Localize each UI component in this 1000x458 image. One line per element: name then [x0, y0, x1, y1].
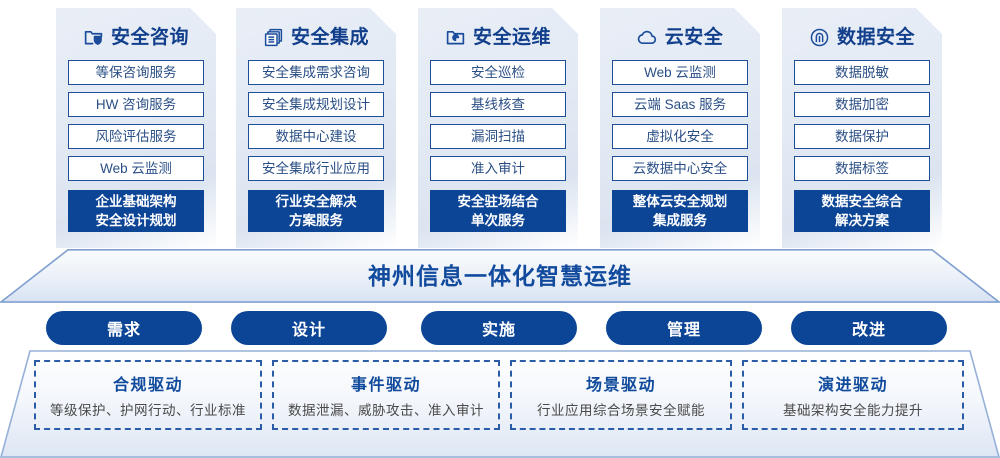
phase-pill-implementation[interactable]: 实施 — [421, 311, 577, 345]
card-item[interactable]: 数据脱敏 — [794, 60, 930, 85]
card-footer-line1: 行业安全解决 — [275, 194, 357, 209]
driver-box-incident[interactable]: 事件驱动 数据泄漏、威胁攻击、准入审计 — [272, 360, 500, 430]
card-footer-line2: 单次服务 — [471, 213, 525, 228]
card-footer-highlight[interactable]: 安全驻场结合 单次服务 — [430, 190, 566, 232]
card-item[interactable]: 数据保护 — [794, 124, 930, 149]
driver-description: 行业应用综合场景安全赋能 — [537, 403, 705, 418]
card-footer-line1: 企业基础架构 — [95, 194, 177, 209]
card-item[interactable]: Web 云监测 — [68, 156, 204, 181]
driver-box-scenario[interactable]: 场景驱动 行业应用综合场景安全赋能 — [510, 360, 732, 430]
card-item[interactable]: 数据中心建设 — [248, 124, 384, 149]
card-title: 安全咨询 — [110, 26, 189, 48]
phase-pill-improvement[interactable]: 改进 — [791, 311, 947, 345]
service-card-security-operations[interactable]: 安全运维 安全巡检 基线核查 漏洞扫描 准入审计 安全驻场结合 单次服务 — [418, 8, 578, 248]
card-header: 数据安全 — [782, 8, 942, 60]
driver-box-compliance[interactable]: 合规驱动 等级保护、护网行动、行业标准 — [34, 360, 262, 430]
card-item-list: 数据脱敏 数据加密 数据保护 数据标签 — [782, 60, 942, 181]
folder-shield-icon — [83, 27, 104, 48]
drivers-section: 合规驱动 等级保护、护网行动、行业标准 事件驱动 数据泄漏、威胁攻击、准入审计 … — [0, 350, 1000, 458]
card-item-list: 安全巡检 基线核查 漏洞扫描 准入审计 — [418, 60, 578, 181]
card-item[interactable]: 准入审计 — [430, 156, 566, 181]
driver-title: 事件驱动 — [350, 377, 421, 394]
card-item[interactable]: 虚拟化安全 — [612, 124, 748, 149]
card-header: 安全运维 — [418, 8, 578, 60]
driver-title: 演进驱动 — [817, 377, 888, 394]
card-footer-highlight[interactable]: 数据安全综合 解决方案 — [794, 190, 930, 232]
card-footer-line2: 方案服务 — [289, 213, 343, 228]
card-item[interactable]: 安全集成行业应用 — [248, 156, 384, 181]
card-item[interactable]: 云数据中心安全 — [612, 156, 748, 181]
card-item-list: 等保咨询服务 HW 咨询服务 风险评估服务 Web 云监测 — [56, 60, 216, 181]
platform-banner-title: 神州信息一体化智慧运维 — [368, 263, 632, 289]
driver-title: 场景驱动 — [585, 377, 656, 394]
card-item[interactable]: 漏洞扫描 — [430, 124, 566, 149]
card-header: 安全集成 — [236, 8, 396, 60]
platform-banner: 神州信息一体化智慧运维 — [0, 249, 1000, 303]
card-header: 安全咨询 — [56, 8, 216, 60]
card-header: 云安全 — [600, 8, 760, 60]
card-item[interactable]: 等保咨询服务 — [68, 60, 204, 85]
card-item[interactable]: 基线核查 — [430, 92, 566, 117]
service-card-security-integration[interactable]: 安全集成 安全集成需求咨询 安全集成规划设计 数据中心建设 安全集成行业应用 行… — [236, 8, 396, 248]
card-footer-line2: 安全设计规划 — [95, 213, 177, 228]
cloud-icon — [637, 27, 658, 48]
card-item-list: 安全集成需求咨询 安全集成规划设计 数据中心建设 安全集成行业应用 — [236, 60, 396, 181]
card-item[interactable]: 云端 Saas 服务 — [612, 92, 748, 117]
card-title: 云安全 — [664, 26, 724, 48]
card-footer-highlight[interactable]: 整体云安全规划 集成服务 — [612, 190, 748, 232]
driver-description: 数据泄漏、威胁攻击、准入审计 — [288, 403, 484, 418]
card-title: 安全集成 — [290, 26, 369, 48]
card-footer-line1: 整体云安全规划 — [632, 194, 728, 209]
card-footer-highlight[interactable]: 企业基础架构 安全设计规划 — [68, 190, 204, 232]
phase-pill-demand[interactable]: 需求 — [46, 311, 202, 345]
card-footer-line2: 集成服务 — [653, 213, 707, 228]
card-item[interactable]: 数据标签 — [794, 156, 930, 181]
folder-chart-icon — [445, 27, 466, 48]
phase-pill-design[interactable]: 设计 — [231, 311, 387, 345]
service-card-data-security[interactable]: 数据安全 数据脱敏 数据加密 数据保护 数据标签 数据安全综合 解决方案 — [782, 8, 942, 248]
lifecycle-phase-row: 需求 设计 实施 管理 改进 — [0, 311, 1000, 345]
service-card-security-consulting[interactable]: 安全咨询 等保咨询服务 HW 咨询服务 风险评估服务 Web 云监测 企业基础架… — [56, 8, 216, 248]
driver-title: 合规驱动 — [112, 377, 183, 394]
driver-box-evolution[interactable]: 演进驱动 基础架构安全能力提升 — [742, 360, 964, 430]
card-item[interactable]: 安全集成需求咨询 — [248, 60, 384, 85]
driver-description: 基础架构安全能力提升 — [783, 403, 923, 418]
card-item[interactable]: 风险评估服务 — [68, 124, 204, 149]
card-footer-line1: 安全驻场结合 — [457, 194, 539, 209]
driver-description: 等级保护、护网行动、行业标准 — [50, 403, 246, 418]
card-item[interactable]: HW 咨询服务 — [68, 92, 204, 117]
service-cards-row: 安全咨询 等保咨询服务 HW 咨询服务 风险评估服务 Web 云监测 企业基础架… — [0, 0, 1000, 252]
card-title: 数据安全 — [836, 26, 915, 48]
card-footer-line2: 解决方案 — [835, 213, 889, 228]
documents-stack-icon — [263, 27, 284, 48]
phase-pill-management[interactable]: 管理 — [606, 311, 762, 345]
fingerprint-icon — [809, 27, 830, 48]
card-item[interactable]: 安全集成规划设计 — [248, 92, 384, 117]
card-item[interactable]: 数据加密 — [794, 92, 930, 117]
service-card-cloud-security[interactable]: 云安全 Web 云监测 云端 Saas 服务 虚拟化安全 云数据中心安全 整体云… — [600, 8, 760, 248]
card-item[interactable]: Web 云监测 — [612, 60, 748, 85]
card-footer-highlight[interactable]: 行业安全解决 方案服务 — [248, 190, 384, 232]
card-footer-line1: 数据安全综合 — [821, 194, 903, 209]
card-title: 安全运维 — [472, 26, 551, 48]
card-item[interactable]: 安全巡检 — [430, 60, 566, 85]
card-item-list: Web 云监测 云端 Saas 服务 虚拟化安全 云数据中心安全 — [600, 60, 760, 181]
